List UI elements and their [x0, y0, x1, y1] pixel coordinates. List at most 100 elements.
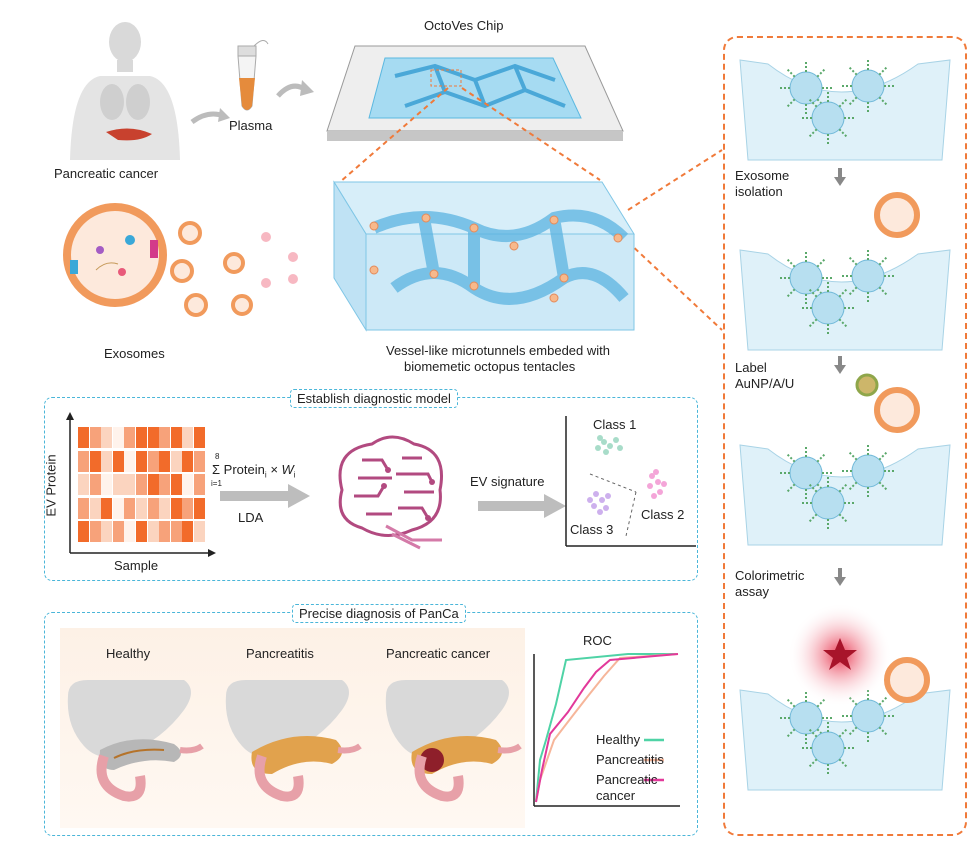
exosome-small [170, 221, 298, 317]
class-scatter-plot [565, 416, 696, 547]
capture-chamber [739, 444, 951, 546]
formula-tail: × W [266, 462, 294, 477]
step2b-label: AuNP/A/U [735, 376, 795, 391]
down-arrow-icon [834, 168, 846, 186]
heatmap-cell [159, 474, 171, 495]
heatmap-cell [89, 497, 101, 519]
heatmap-cell [101, 427, 113, 448]
heatmap-cell [78, 521, 89, 542]
y-axis-label: EV Protein [43, 454, 59, 517]
diagnosis-title: Precise diagnosis of PanCa [292, 604, 466, 623]
step1-label: Exosome [735, 168, 790, 183]
bound-exosome [884, 657, 930, 703]
heatmap-cell [170, 427, 182, 448]
brain-icon [338, 435, 443, 550]
lda-label: LDA [238, 510, 264, 525]
tunnel-caption-2: biomemetic octopus tentacles [404, 359, 576, 374]
down-arrow-icon [834, 356, 846, 374]
heatmap-cell [182, 497, 194, 519]
roc-title: ROC [583, 633, 612, 648]
step2-label: Label [735, 360, 767, 375]
heatmap-cell [159, 497, 171, 519]
heatmap-cell [182, 474, 194, 495]
step3-label: Colorimetric [735, 568, 805, 583]
tunnel-caption-1: Vessel-like microtunnels embeded with [386, 343, 610, 358]
formula: Σ Proteini × Wi [212, 462, 296, 480]
down-arrow-icon [834, 568, 846, 586]
heatmap-cell [147, 521, 159, 542]
roc-legend-healthy: Healthy [596, 732, 641, 747]
heatmap-cell [78, 497, 89, 519]
signature-label: EV signature [470, 474, 545, 489]
healthy-label: Healthy [106, 646, 151, 661]
chamber-stack [739, 59, 951, 791]
heatmap-cell [101, 474, 113, 495]
patient-figure [70, 22, 180, 160]
formula-main: Σ Protein [212, 462, 265, 477]
roc-curve-healthy [535, 653, 678, 803]
octoves-chip [326, 45, 624, 141]
colorimetric-glow [788, 603, 892, 707]
class2-label: Class 2 [641, 507, 685, 522]
liver-healthy-icon [67, 680, 204, 802]
heatmap-cell [194, 497, 205, 519]
diagnostic-model-title: Establish diagnostic model [290, 389, 458, 408]
heatmap-cell [147, 427, 159, 448]
heatmap-cell [159, 450, 171, 472]
pancreatitis-label: Pancreatitis [246, 646, 314, 661]
formula-sub: i [264, 470, 267, 480]
bound-exosome [874, 192, 920, 238]
heatmap-cell [101, 450, 113, 472]
heatmap-cell [112, 521, 124, 542]
heatmap-cell [159, 427, 171, 448]
heatmap-cell [89, 450, 101, 472]
heatmap-cell [112, 427, 124, 448]
roc-legend-pancreatic: Pancreatic [596, 772, 658, 787]
heatmap-cell [112, 450, 124, 472]
plasma-label: Plasma [229, 118, 273, 133]
bound-exosome [874, 387, 920, 433]
workflow-panel [723, 36, 967, 836]
heatmap-cell [147, 474, 159, 495]
heatmap-cell [78, 474, 89, 495]
liver-pancreatitis-icon [225, 680, 362, 802]
arrow-icon [276, 80, 314, 98]
heatmap-cell [194, 474, 205, 495]
step3b-label: assay [735, 584, 769, 599]
heatmap-cell [112, 497, 124, 519]
roc-legend-pancreatitis: Pancreatitis [596, 752, 664, 767]
roc-legend-cancer: cancer [596, 788, 636, 803]
microtunnel-block [333, 180, 635, 332]
heatmap-cell [170, 497, 182, 519]
heatmap-cell [136, 427, 147, 448]
heatmap-cell [136, 521, 147, 542]
heatmap-cell [136, 450, 147, 472]
x-axis-label: Sample [114, 558, 159, 573]
chip-title: OctoVes Chip [424, 18, 504, 33]
capture-chamber [739, 249, 951, 351]
sum-lower: i=1 [211, 479, 222, 488]
exosome-large [63, 203, 167, 307]
heatmap-cell [194, 521, 205, 542]
heatmap-cell [124, 427, 136, 448]
heatmap-cell [182, 521, 194, 542]
heatmap-cell [124, 474, 136, 495]
heatmap-cell [182, 450, 194, 472]
patient-label: Pancreatic cancer [54, 166, 159, 181]
heatmap-cell [159, 521, 171, 542]
cancer-label: Pancreatic cancer [386, 646, 491, 661]
heatmap-cell [194, 427, 205, 448]
arrow-icon [478, 494, 566, 518]
heatmap-cell [136, 497, 147, 519]
heatmap-cell [112, 474, 124, 495]
heatmap-cell [89, 427, 101, 448]
heatmap-cell [101, 521, 113, 542]
heatmap-cell [89, 474, 101, 495]
heatmap-cell [89, 521, 101, 542]
heatmap-cell [124, 450, 136, 472]
heatmap-cell [170, 450, 182, 472]
heatmap-cell [170, 474, 182, 495]
capture-chamber [739, 59, 951, 161]
arrow-icon [220, 484, 310, 508]
heatmap-cell [101, 497, 113, 519]
